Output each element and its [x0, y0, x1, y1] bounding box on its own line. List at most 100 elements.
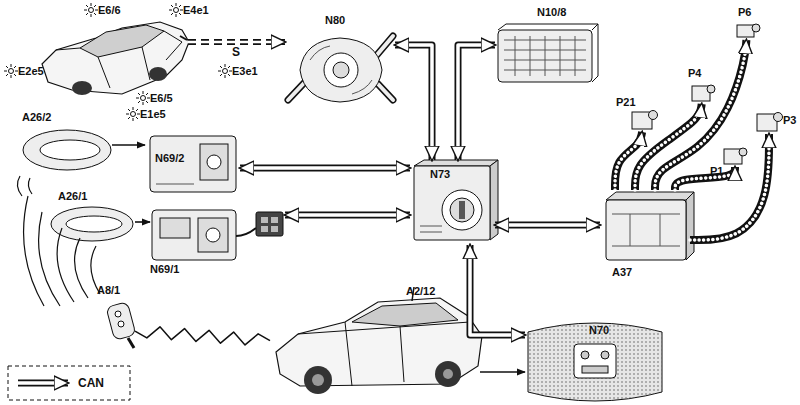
- legend-frame: [8, 366, 130, 400]
- component-box: N73: [410, 160, 495, 245]
- lamp-symbol: [84, 3, 98, 17]
- lamp-symbol: [4, 64, 18, 78]
- door-module-illustration: [271, 226, 278, 232]
- switch-illustration: [324, 53, 358, 87]
- connector-line: [395, 45, 432, 160]
- connector-arrowheads: [480, 372, 525, 373]
- legend-frame: [8, 366, 130, 400]
- lamp-symbol: [169, 3, 183, 17]
- radio-waves: [28, 178, 32, 194]
- switch-illustration: [333, 62, 349, 78]
- component-box: P3: [755, 110, 783, 134]
- antenna-illustration: [40, 140, 100, 160]
- connector-line: [635, 104, 702, 190]
- connector-arrowheads: [458, 45, 495, 160]
- lamp-symbol: [141, 96, 146, 101]
- pump-illustration: [606, 192, 694, 260]
- vacuum-line: [675, 167, 735, 190]
- car-illustration: [72, 81, 92, 95]
- door-module-illustration: [236, 228, 256, 236]
- valve-illustration: [707, 85, 715, 93]
- antenna-illustration: [51, 207, 133, 241]
- component-box: N70: [525, 318, 665, 405]
- valve-illustration: [649, 111, 658, 120]
- valve-illustration: [737, 25, 754, 37]
- lamp-symbol: [136, 91, 150, 105]
- part-label: A37: [612, 266, 632, 278]
- car-illustration: [352, 303, 458, 326]
- connector-line: [690, 134, 769, 240]
- door-module-illustration: [261, 226, 268, 232]
- door-module-illustration: [271, 217, 278, 223]
- panel-illustration: [574, 344, 616, 378]
- component-box: P1: [722, 145, 748, 167]
- lamp-symbol: [223, 69, 228, 74]
- connector-arrowheads: [395, 45, 432, 160]
- connector-arrowheads: [615, 132, 642, 190]
- radio-waves: [24, 196, 44, 306]
- lamp-symbol: [4, 64, 18, 78]
- module-illustration: [414, 160, 498, 240]
- component-box: N69/2: [145, 130, 240, 195]
- module-illustration: [498, 24, 598, 82]
- part-label: P3: [783, 114, 796, 126]
- panel-illustration: [528, 323, 662, 401]
- connector-line: [655, 40, 746, 190]
- panel-illustration: [582, 366, 608, 373]
- car-illustration: [80, 25, 164, 57]
- antenna-illustration: [51, 207, 133, 241]
- can-bus-connector: [470, 245, 525, 335]
- pump-illustration: [686, 192, 694, 260]
- part-label: A26/2: [22, 111, 51, 123]
- module-illustration: [459, 201, 465, 219]
- connector-line: [458, 45, 495, 160]
- connector-arrowheads: [112, 145, 145, 146]
- pump-illustration: [606, 192, 694, 200]
- lamp-symbol: [84, 3, 98, 17]
- part-label: E1e5: [140, 108, 166, 120]
- connector-arrowheads: [690, 134, 769, 240]
- door-module-illustration: [150, 136, 236, 192]
- module-illustration: [414, 166, 490, 240]
- part-label: P6: [738, 6, 751, 18]
- car-illustration: [42, 22, 189, 95]
- door-module-illustration: [160, 218, 190, 238]
- signal-label: S: [232, 46, 240, 59]
- switch-illustration: [378, 84, 393, 100]
- connector-line: [188, 39, 285, 45]
- valve-illustration: [774, 113, 783, 122]
- lamp-symbol: [136, 91, 150, 105]
- part-label: N73: [430, 168, 450, 180]
- can-bus-connector: [458, 45, 495, 160]
- connector-line: [615, 132, 642, 190]
- part-label: E2e5: [18, 65, 44, 77]
- can-bus-connector: [240, 168, 410, 169]
- connector-line: [615, 132, 642, 190]
- pump-illustration: [606, 200, 686, 260]
- key-illustration: [106, 302, 136, 348]
- lamp-symbol: [169, 3, 183, 17]
- valve-illustration: [752, 24, 760, 32]
- connector-line: [135, 221, 150, 223]
- antenna-illustration: [23, 130, 111, 170]
- part-label: N69/1: [150, 263, 179, 275]
- part-label: P1: [710, 165, 723, 177]
- part-label: N10/8: [537, 6, 566, 18]
- door-module-illustration: [200, 144, 228, 180]
- part-label: E4e1: [183, 4, 209, 16]
- connector-arrowheads: [240, 168, 410, 169]
- part-label: N70: [589, 324, 609, 336]
- lamp-symbol: [126, 107, 140, 121]
- module-illustration: [450, 198, 474, 222]
- legend-sample-arrow: [18, 383, 68, 384]
- connector-line: [285, 212, 410, 219]
- module-illustration: [490, 160, 498, 240]
- radio-waves: [39, 212, 60, 306]
- vacuum-line: [655, 40, 746, 190]
- key-illustration: [128, 338, 134, 348]
- part-label: E3e1: [232, 65, 258, 77]
- connector-line: [395, 45, 432, 160]
- door-module-illustration: [206, 228, 220, 242]
